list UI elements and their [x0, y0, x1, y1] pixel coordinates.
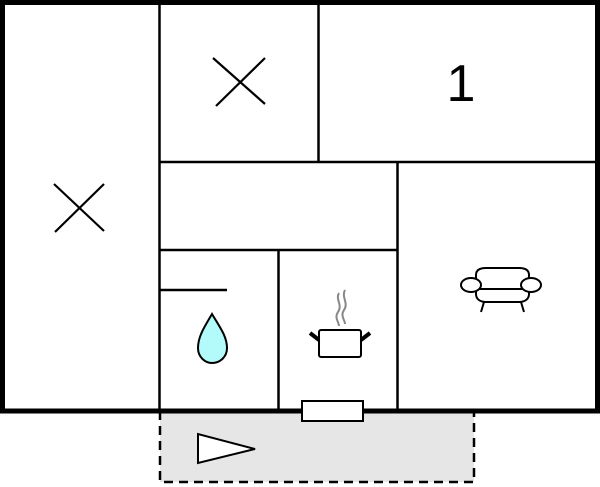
- terrace: [158, 411, 476, 484]
- steam-icon: [341, 289, 347, 325]
- terrace-dashed-outline: [158, 411, 476, 484]
- entrance-arrow-icon: [197, 432, 256, 465]
- window: [301, 400, 364, 422]
- inner-walls: [158, 4, 596, 410]
- bed-cross-icon: [53, 183, 105, 233]
- outer-walls: [0, 0, 600, 414]
- cooking-pot-icon: [308, 289, 372, 358]
- room-number-label: 1: [447, 55, 476, 113]
- water-drop-icon: [196, 312, 229, 365]
- steam-icon: [335, 292, 341, 327]
- bed-cross-icon: [212, 57, 266, 107]
- sofa-icon: [460, 267, 542, 313]
